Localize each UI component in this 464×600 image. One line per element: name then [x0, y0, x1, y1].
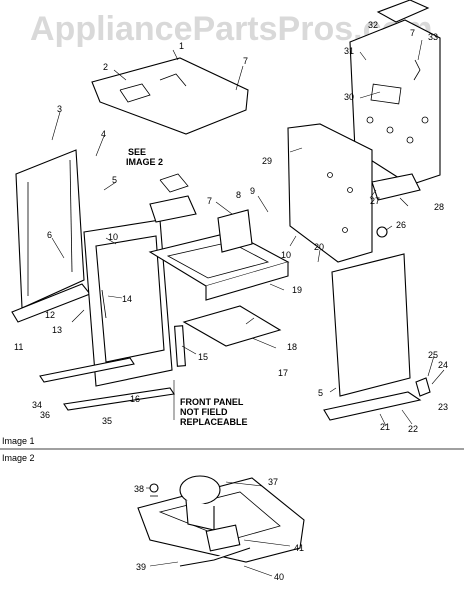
- left-side-panel: [15, 149, 85, 309]
- callout-20: 20: [314, 242, 324, 252]
- see-note-line-1: SEE: [128, 147, 146, 157]
- top-bracket: [376, 0, 430, 23]
- valve-body: [205, 524, 241, 552]
- callout-9: 9: [250, 186, 255, 196]
- callout-28: 28: [434, 202, 444, 212]
- right-front-panel: [331, 253, 411, 397]
- image2-leader-lines: [146, 481, 291, 577]
- callout-17: 17: [278, 368, 288, 378]
- right-bottom-bracket: [323, 391, 422, 421]
- support-rail: [371, 173, 421, 201]
- callout-19: 19: [292, 285, 302, 295]
- front-panel-line-1: FRONT PANEL: [180, 397, 244, 407]
- front-panel-note: FRONT PANEL NOT FIELD REPLACEABLE: [180, 397, 248, 427]
- leader-lines: [51, 39, 445, 427]
- callout-24: 24: [438, 360, 448, 370]
- callout-33: 33: [428, 32, 438, 42]
- callout-11: 11: [14, 342, 23, 352]
- callout-21: 21: [380, 422, 390, 432]
- callout-22: 22: [408, 424, 418, 434]
- callout-14: 14: [122, 294, 132, 304]
- callout-29: 29: [262, 156, 272, 166]
- see-image-note: SEE IMAGE 2: [126, 147, 163, 167]
- callout-34: 34: [32, 400, 42, 410]
- knob-26: [376, 226, 388, 238]
- image2-callouts: 37 38 39 40 41: [134, 477, 304, 582]
- callout-13: 13: [52, 325, 62, 335]
- callout-36: 36: [40, 410, 50, 420]
- callout-25: 25: [428, 350, 438, 360]
- callout-10-left: 10: [108, 232, 118, 242]
- callout-2: 2: [103, 62, 108, 72]
- callout-4: 4: [101, 129, 106, 139]
- tube: [217, 209, 253, 253]
- valve-bracket-large: [137, 477, 305, 563]
- back-panel: [287, 123, 373, 263]
- callout-16: 16: [130, 394, 140, 404]
- callout-3: 3: [57, 104, 62, 114]
- callout-15: 15: [198, 352, 208, 362]
- screw-38: [149, 483, 159, 493]
- lower-rail: [39, 357, 135, 383]
- callout-7-mid: 7: [207, 196, 212, 206]
- callout-38: 38: [134, 484, 144, 494]
- valve-bracket: [149, 195, 197, 223]
- callout-26: 26: [396, 220, 406, 230]
- callout-39: 39: [136, 562, 146, 572]
- see-note-line-2: IMAGE 2: [126, 157, 163, 167]
- callout-5-left: 5: [112, 175, 117, 185]
- callout-41: 41: [294, 543, 304, 553]
- callout-6: 6: [47, 230, 52, 240]
- callout-37: 37: [268, 477, 278, 487]
- top-cover: [91, 57, 249, 135]
- gas-valve: [179, 475, 221, 505]
- callout-5-right: 5: [318, 388, 323, 398]
- callout-12: 12: [45, 310, 55, 320]
- callout-30: 30: [344, 92, 354, 102]
- callout-40: 40: [274, 572, 284, 582]
- callout-32: 32: [368, 20, 378, 30]
- callout-31: 31: [344, 46, 354, 56]
- callout-1: 1: [179, 41, 184, 51]
- section-label-image1: Image 1: [2, 436, 35, 446]
- bottom-plate: [182, 305, 282, 347]
- callout-18: 18: [287, 342, 297, 352]
- callout-7-right: 7: [410, 28, 415, 38]
- front-panel-line-2: NOT FIELD: [180, 407, 228, 417]
- gas-tube: [179, 547, 251, 567]
- callout-23: 23: [438, 402, 448, 412]
- callout-8: 8: [236, 190, 241, 200]
- clip-24: [415, 377, 431, 397]
- callout-35: 35: [102, 416, 112, 426]
- front-panel-line-3: REPLACEABLE: [180, 417, 248, 427]
- callout-10-mid: 10: [281, 250, 291, 260]
- callout-27: 27: [370, 196, 380, 206]
- front-rail: [174, 325, 186, 367]
- part-callouts: 1 2 3 4 5 6 7 8 9 10 11 12 13 14 15 16 1…: [14, 20, 448, 434]
- section-label-image2: Image 2: [2, 453, 35, 463]
- callout-7-top: 7: [243, 56, 248, 66]
